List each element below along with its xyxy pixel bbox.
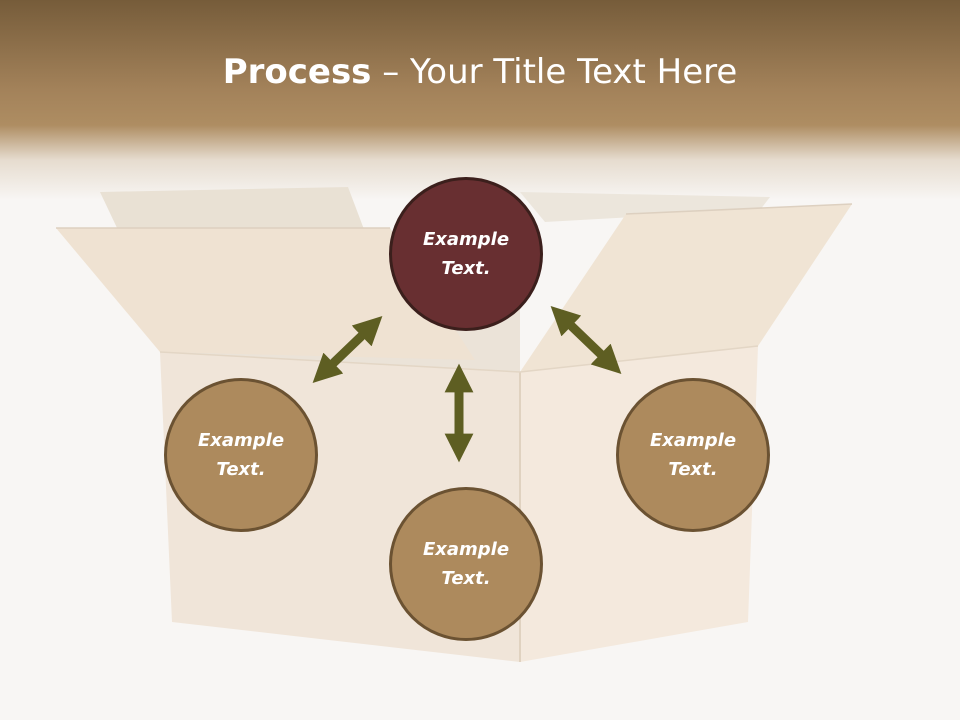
node-right: Example Text. (616, 378, 770, 532)
title-bold: Process (222, 52, 372, 92)
box-back-right-flap (520, 192, 770, 222)
title-rest: – Your Title Text Here (371, 52, 738, 92)
arrow-right-top (550, 306, 622, 374)
box-back-left-flap (100, 187, 365, 232)
box-flap-edge-right (625, 203, 853, 215)
node-bottom: Example Text. (389, 487, 543, 641)
node-left: Example Text. (164, 378, 318, 532)
header-band (0, 0, 960, 200)
slide-title: Process – Your Title Text Here (0, 52, 960, 92)
arrow-left-top (312, 316, 383, 383)
node-top: Example Text. (389, 177, 543, 331)
